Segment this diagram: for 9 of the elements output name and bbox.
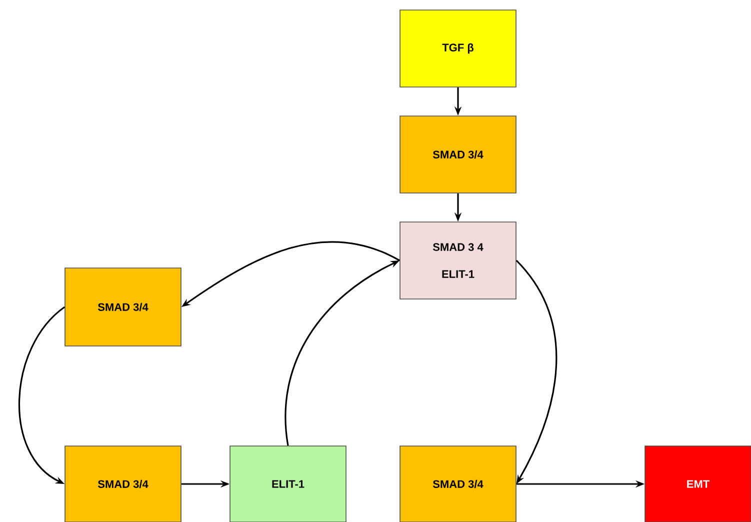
process-box: TGF β: [400, 10, 516, 88]
arrow: [18, 306, 66, 484]
process-box: SMAD 3/4: [64, 268, 182, 346]
process-box: SMAD 3/4: [400, 446, 516, 522]
process-box: SMAD 3/4: [64, 446, 182, 522]
process-box: ELIT-1: [230, 446, 346, 522]
process-box: SMAD 3 4 ELIT-1: [400, 222, 516, 300]
process-box: SMAD 3/4: [400, 116, 516, 194]
process-box: EMT: [644, 446, 751, 522]
